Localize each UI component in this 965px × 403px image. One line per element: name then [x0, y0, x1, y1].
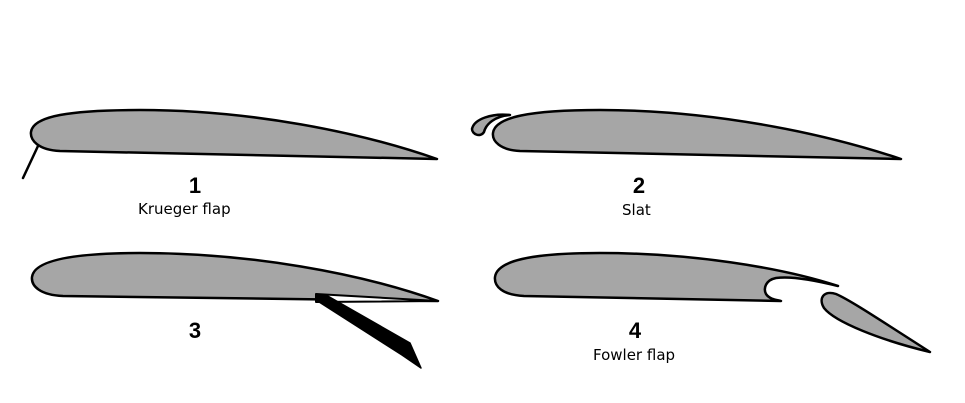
panel-4-fowler-flap: [493, 251, 932, 354]
split-flap: [315, 293, 422, 369]
panel-3-number: 3: [188, 318, 202, 343]
airfoil-3: [30, 251, 440, 303]
airfoil-1: [29, 108, 439, 161]
panel-2-slat: [470, 108, 903, 161]
airfoil-2: [491, 108, 903, 161]
panel-4-label: Fowler flap: [593, 346, 676, 364]
panel-1-number: 1: [188, 173, 202, 198]
panel-1-label: Krueger flap: [138, 200, 231, 218]
panel-2-number: 2: [632, 173, 646, 198]
panel-1-krueger-flap: [21, 108, 439, 180]
slat: [470, 113, 512, 137]
airfoil-4: [493, 251, 840, 303]
krueger-flap: [21, 144, 40, 180]
fowler-flap: [820, 291, 932, 354]
panel-2-label: Slat: [622, 201, 651, 219]
panel-3-split-flap: [30, 251, 440, 369]
panel-4-number: 4: [628, 318, 642, 343]
